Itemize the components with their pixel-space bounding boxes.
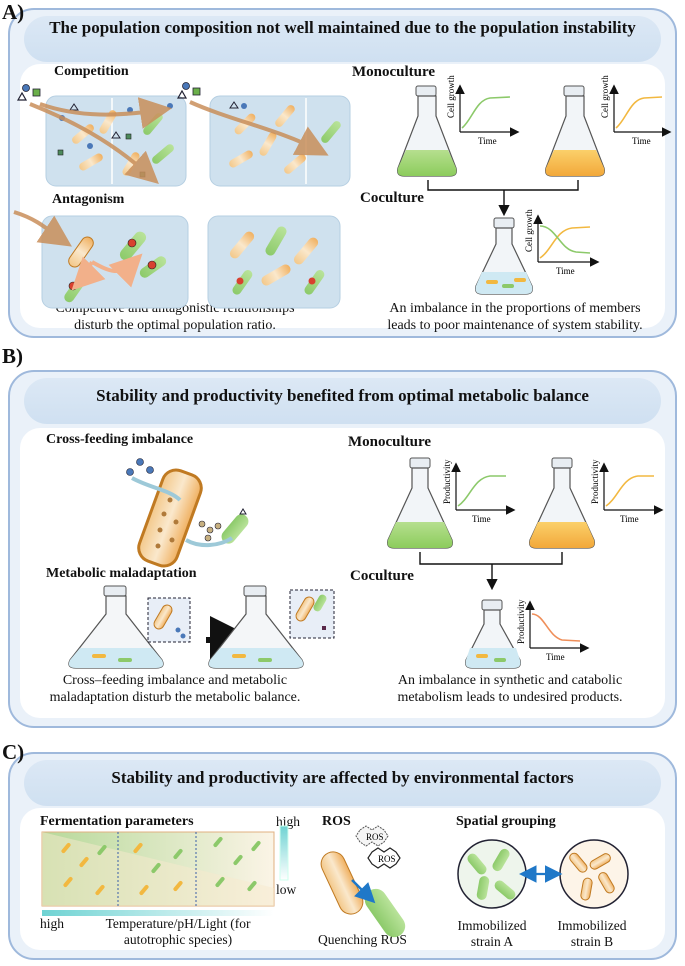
panel-b-right-caption: An imbalance in synthetic and catabolic …: [397, 673, 623, 705]
productivity-graph-orange: [599, 462, 664, 515]
low-vertical-label: low: [276, 882, 297, 897]
panel-c-title: Stability and productivity are affected …: [111, 768, 574, 787]
growth-y-label-2: Cell growth: [600, 75, 610, 118]
strain-b-bacteria: [569, 852, 615, 901]
panel-a-title: The population composition not well main…: [49, 18, 636, 37]
maladaptation-label: Metabolic maladaptation: [46, 566, 197, 581]
flask-coculture-b: [465, 599, 521, 669]
panel-b-left-caption: Cross–feeding imbalance and metabolic ma…: [49, 673, 301, 705]
coculture-label-a: Coculture: [360, 190, 424, 206]
panel-b-title: Stability and productivity benefited fro…: [96, 386, 589, 405]
prod-y-label-2: Productivity: [590, 459, 600, 504]
quenching-label: Quenching ROS: [318, 932, 407, 947]
antagonism-label: Antagonism: [52, 192, 125, 207]
prod-x-label-1: Time: [472, 514, 491, 524]
prod-y-label-1: Productivity: [442, 459, 452, 504]
panel-b-label: B): [2, 344, 23, 368]
growth-y-label-1: Cell growth: [446, 75, 456, 118]
ros-label: ROS: [322, 814, 351, 829]
panel-c-label: C): [2, 740, 25, 764]
high-vertical-label: high: [276, 814, 301, 829]
flask-orange-a: [545, 85, 605, 177]
ros-badge-1: ROS: [366, 832, 384, 842]
nutrient-symbols: [16, 82, 201, 101]
productivity-graph-green: [451, 462, 516, 515]
ros-graphic: ROS ROS: [320, 825, 406, 938]
competition-label: Competition: [54, 64, 129, 79]
maladaptation-flask-2: [208, 585, 304, 669]
flask-coculture-a: [475, 217, 533, 295]
prod-x-label-2: Time: [620, 514, 639, 524]
cross-feeding-label: Cross-feeding imbalance: [46, 432, 194, 447]
strain-b-label: Immobilized strain B: [557, 918, 627, 949]
panel-a-label: A): [2, 0, 25, 24]
prod-x-label-3: Time: [546, 652, 565, 662]
strain-b-circle: [559, 839, 629, 909]
growth-x-label-1: Time: [478, 136, 497, 146]
strain-a-label: Immobilized strain A: [457, 918, 527, 949]
growth-x-label-2: Time: [632, 136, 651, 146]
productivity-graph-coculture: [525, 600, 590, 653]
fermentation-bacteria: [61, 836, 261, 896]
flask-orange-b: [529, 457, 595, 549]
spatial-label: Spatial grouping: [456, 814, 556, 829]
horizontal-gradient-bar: [42, 910, 274, 916]
growth-y-label-3: Cell growth: [524, 209, 534, 252]
panel-a-right-caption: An imbalance in the proportions of membe…: [387, 301, 643, 333]
high-horizontal-label: high: [40, 916, 65, 931]
strain-a-bacteria: [467, 848, 516, 900]
fermentation-label: Fermentation parameters: [40, 814, 194, 829]
flask-green-b: [387, 457, 453, 549]
monoculture-label-b: Monoculture: [348, 434, 432, 450]
panel-b: [8, 370, 677, 728]
growth-x-label-3: Time: [556, 266, 575, 276]
temperature-label: Temperature/pH/Light (for autotrophic sp…: [105, 916, 251, 947]
monoculture-label-a: Monoculture: [352, 64, 436, 80]
growth-graph-orange-a: [609, 84, 672, 137]
strain-a-circle: [457, 839, 527, 909]
maladaptation-flask-1: [68, 585, 164, 669]
prod-y-label-3: Productivity: [516, 599, 526, 644]
flask-green-a: [397, 85, 457, 177]
ros-badge-2: ROS: [378, 854, 396, 864]
vertical-gradient-bar: [279, 825, 289, 881]
cross-feeding-cell: [126, 458, 249, 568]
growth-graph-coculture-a: [533, 214, 600, 267]
growth-graph-green-a: [455, 84, 520, 137]
coculture-label-b: Coculture: [350, 568, 414, 584]
